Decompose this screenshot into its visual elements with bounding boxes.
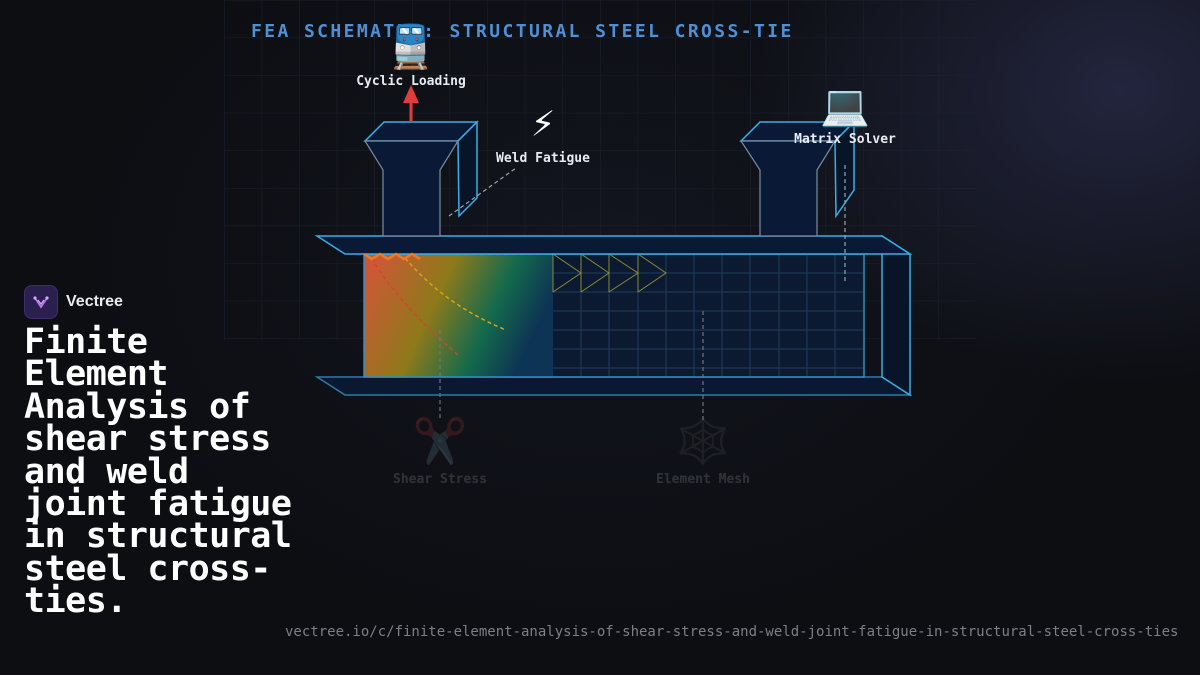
- matrix-solver-node: 💻 Matrix Solver: [785, 86, 905, 147]
- schematic-title: FEA SCHEMATIC: STRUCTURAL STEEL CROSS-TI…: [251, 21, 794, 42]
- cyclic-loading-label: Cyclic Loading: [356, 74, 466, 89]
- brand: Vectree: [24, 285, 123, 319]
- triangle-elements: [552, 253, 667, 293]
- headline: Finite Element Analysis of shear stress …: [24, 322, 292, 622]
- element-mesh-lines: [553, 254, 864, 377]
- brand-name: Vectree: [66, 293, 123, 310]
- weld-bead: [363, 252, 421, 261]
- cyclic-loading-node: 🚆 Cyclic Loading: [351, 22, 471, 90]
- weld-fatigue-label: Weld Fatigue: [496, 151, 590, 166]
- weld-fatigue-node: ⚡ Weld Fatigue: [483, 103, 603, 166]
- right-post-front: [739, 140, 837, 237]
- element-mesh-node: 🕸️ Element Mesh: [643, 416, 763, 488]
- end-face: [881, 234, 911, 397]
- matrix-solver-label: Matrix Solver: [794, 132, 896, 147]
- page-url[interactable]: vectree.io/c/finite-element-analysis-of-…: [285, 624, 1179, 640]
- load-arrow-head: [403, 85, 419, 103]
- lightning-icon: ⚡: [530, 100, 556, 146]
- top-flange: [314, 235, 913, 255]
- laptop-icon: 💻: [820, 83, 870, 129]
- stress-gradient-region: [364, 254, 554, 377]
- shear-stress-label: Shear Stress: [393, 472, 487, 487]
- spider-web-icon: 🕸️: [675, 416, 731, 467]
- element-mesh-label: Element Mesh: [656, 472, 750, 487]
- left-post-side: [457, 120, 478, 218]
- bottom-flange: [314, 376, 913, 396]
- shear-stress-node: ✂️ Shear Stress: [380, 416, 500, 488]
- mesh-region: [553, 254, 864, 377]
- left-post-front: [363, 140, 460, 237]
- train-icon: 🚆: [384, 22, 438, 71]
- shear-stress-curve: [371, 257, 459, 356]
- vectree-logo-icon: [24, 285, 58, 319]
- scissors-icon: ✂️: [412, 416, 468, 467]
